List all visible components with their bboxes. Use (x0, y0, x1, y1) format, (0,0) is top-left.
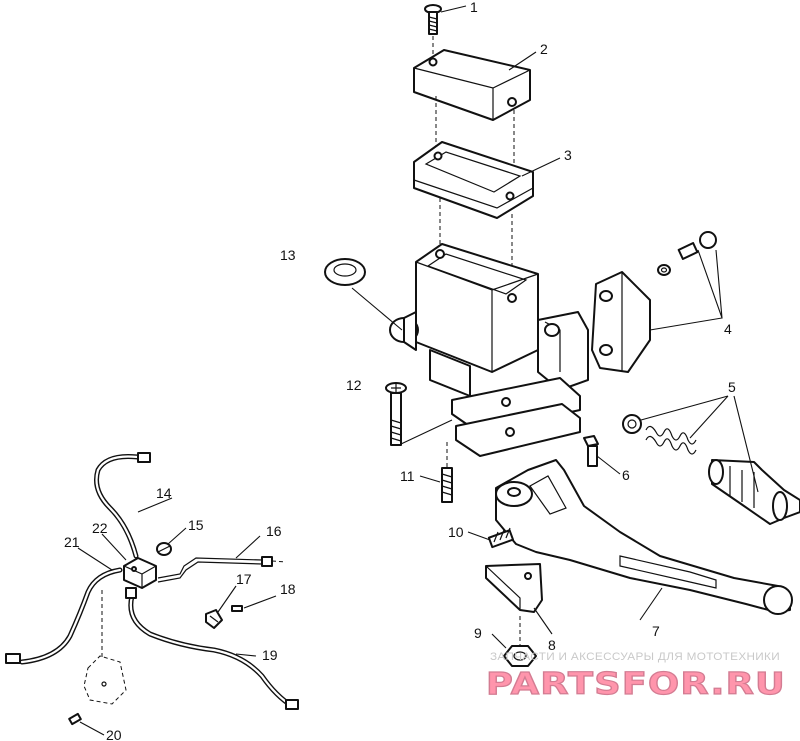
pivot-bolt (385, 382, 407, 446)
boot-ring (324, 258, 366, 286)
callout-11: 11 (400, 468, 415, 484)
callout-13: 13 (280, 247, 296, 263)
callout-10: 10 (448, 524, 464, 540)
callout-7: 7 (652, 623, 660, 639)
left-brake-hose (5, 567, 123, 665)
clip-screw (231, 605, 243, 612)
rigid-brake-line (157, 556, 287, 583)
lever-block (485, 563, 543, 613)
callout-22: 22 (92, 520, 108, 536)
upper-brake-hose (94, 452, 151, 559)
callout-8: 8 (548, 637, 556, 653)
callout-18: 18 (280, 581, 296, 597)
watermark-brand: PARTSFOR.RU (486, 667, 786, 702)
callout-20: 20 (106, 727, 122, 741)
brake-lever (495, 459, 793, 615)
callout-6: 6 (622, 467, 630, 483)
callout-3: 3 (564, 147, 572, 163)
callout-21: 21 (64, 534, 80, 550)
master-cylinder-body (389, 243, 589, 457)
piston-assembly (622, 414, 800, 525)
reservoir-cover (413, 49, 531, 121)
callout-12: 12 (346, 377, 362, 393)
mount-bracket (68, 590, 127, 726)
lever-nut (503, 645, 537, 667)
callout-14: 14 (156, 485, 172, 501)
bleeder-fitting (156, 542, 172, 556)
callout-4: 4 (724, 321, 732, 337)
diaphragm-gasket (413, 141, 534, 219)
leader-lines (77, 5, 759, 736)
brake-line-assembly (5, 452, 299, 726)
callout-1: 1 (470, 0, 478, 15)
callout-labels: 1 2 3 4 5 6 7 8 9 10 11 12 13 14 15 16 1… (64, 0, 736, 741)
cover-screw (424, 4, 442, 35)
callout-19: 19 (262, 647, 278, 663)
callout-9: 9 (474, 625, 482, 641)
watermark-tagline: ЗАПЧАСТИ И АКСЕССУАРЫ ДЛЯ МОТОТЕХНИКИ (490, 651, 780, 663)
callout-17: 17 (236, 571, 252, 587)
banjo-clip (205, 609, 223, 629)
lower-bolt (441, 467, 453, 503)
callout-15: 15 (188, 517, 204, 533)
master-cylinder-assembly (324, 4, 800, 667)
callout-5: 5 (728, 379, 736, 395)
callout-16: 16 (266, 523, 282, 539)
junction-block (123, 557, 157, 589)
handlebar-clamp (591, 231, 717, 373)
lever-pivot-bolt (583, 435, 599, 467)
callout-2: 2 (540, 41, 548, 57)
watermark: ЗАПЧАСТИ И АКСЕССУАРЫ ДЛЯ МОТОТЕХНИКИ PA… (485, 651, 786, 703)
right-brake-hose (125, 587, 299, 710)
adjuster-screw (487, 527, 514, 549)
